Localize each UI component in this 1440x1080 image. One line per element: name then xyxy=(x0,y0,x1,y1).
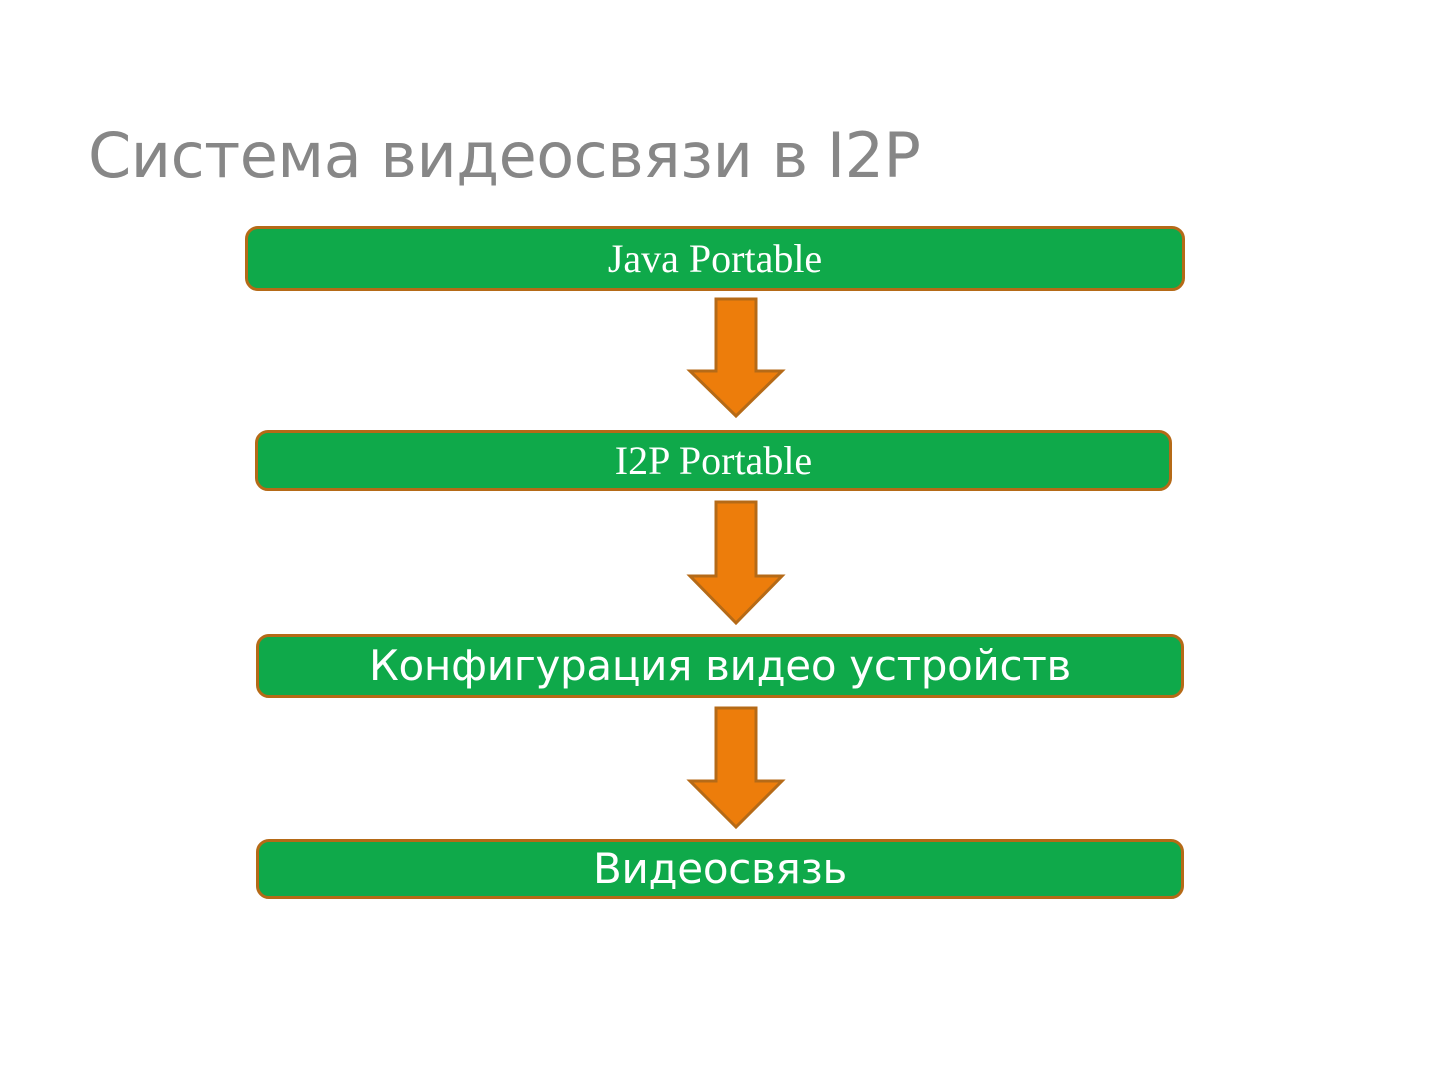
arrow-down-icon xyxy=(686,706,786,830)
arrow-down-icon xyxy=(686,297,786,419)
flow-step-label: I2P Portable xyxy=(614,437,813,483)
arrow-down-icon xyxy=(686,500,786,626)
flow-step-label: Конфигурация видео устройств xyxy=(369,641,1071,690)
flow-step-java-portable[interactable]: Java Portable xyxy=(245,226,1185,291)
flow-step-label: Java Portable xyxy=(607,235,823,281)
flow-step-video-device-configuration[interactable]: Конфигурация видео устройств xyxy=(256,634,1184,698)
flow-step-video-communication[interactable]: Видеосвязь xyxy=(256,839,1184,899)
flow-step-label: Видеосвязь xyxy=(593,844,847,893)
page-title: Система видеосвязи в I2P xyxy=(88,119,921,192)
flow-step-i2p-portable[interactable]: I2P Portable xyxy=(255,430,1172,491)
